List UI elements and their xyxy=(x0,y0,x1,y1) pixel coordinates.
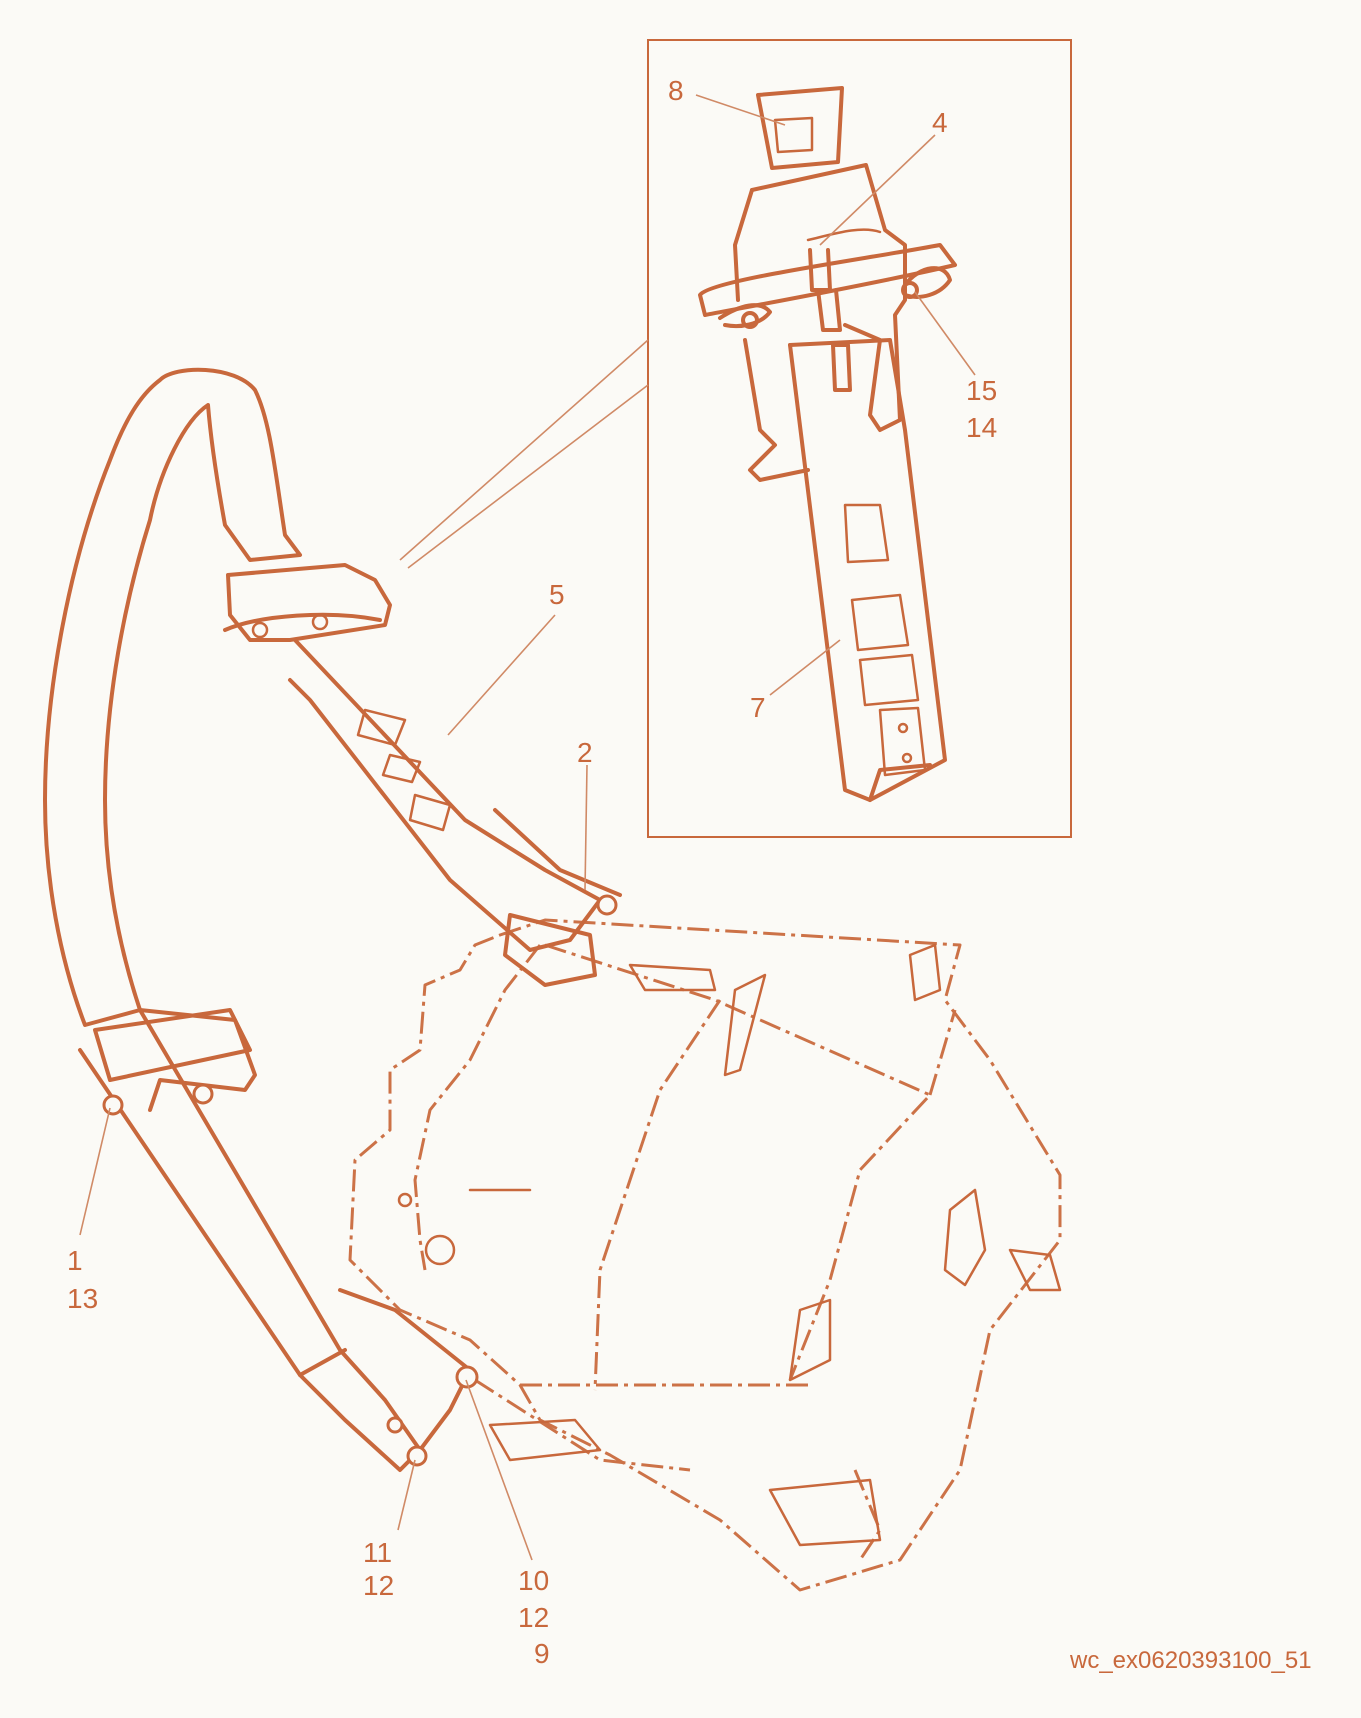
inset-latch-assembly xyxy=(698,86,957,802)
callout-9: 9 xyxy=(534,1638,550,1669)
upper-bracket-assembly xyxy=(223,563,622,987)
callout-10: 10 xyxy=(518,1565,549,1596)
callout-11: 11 xyxy=(363,1537,392,1568)
handle-bar xyxy=(43,367,479,1472)
callout-14: 14 xyxy=(966,412,997,443)
callout-labels: 8 4 15 14 7 5 2 1 13 11 12 10 12 9 wc_ex… xyxy=(67,75,1312,1674)
callout-1: 1 xyxy=(67,1245,83,1276)
document-id: wc_ex0620393100_51 xyxy=(1069,1647,1312,1674)
machine-housing-outline xyxy=(348,918,1062,1592)
leader-lines xyxy=(79,94,976,1561)
callout-5: 5 xyxy=(549,579,565,610)
callout-4: 4 xyxy=(932,107,948,138)
housing-features xyxy=(397,943,1062,1547)
callout-2: 2 xyxy=(577,737,593,768)
callout-7: 7 xyxy=(750,692,766,723)
callout-8: 8 xyxy=(668,75,684,106)
detail-inset-frame xyxy=(647,39,1072,838)
callout-15: 15 xyxy=(966,375,997,406)
callout-12-right: 12 xyxy=(518,1602,549,1633)
callout-13: 13 xyxy=(67,1283,98,1314)
callout-12-left: 12 xyxy=(363,1570,394,1601)
